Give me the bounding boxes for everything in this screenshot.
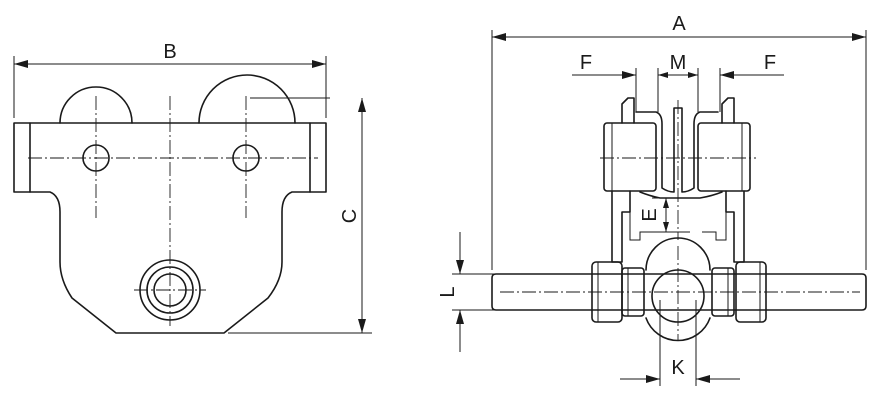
label-f-left: F	[580, 52, 592, 74]
dimension-a: A	[491, 13, 867, 270]
right-wheel	[198, 74, 296, 124]
side-body-outline	[13, 122, 327, 334]
dimension-b: B	[13, 41, 327, 118]
label-b: B	[163, 41, 176, 63]
front-left-plate	[611, 190, 631, 263]
label-e: E	[639, 208, 661, 221]
beam-section	[635, 107, 719, 193]
front-right-plate	[725, 190, 745, 263]
label-k: K	[671, 357, 685, 379]
label-m: M	[670, 52, 687, 74]
label-f-right: F	[764, 52, 776, 74]
front-right-wheel	[697, 122, 751, 192]
dimension-k: K	[620, 300, 740, 386]
dimension-c: C	[228, 98, 372, 334]
front-load-eye	[645, 237, 711, 271]
dimension-f-m-f: F M F	[572, 52, 784, 112]
front-view: A F M F E	[437, 13, 867, 386]
dimension-e: E	[639, 197, 690, 233]
dimension-l: L	[437, 232, 496, 352]
side-view: B C	[13, 41, 372, 334]
label-l: L	[437, 286, 459, 297]
load-bar	[491, 273, 867, 311]
label-a: A	[672, 13, 686, 35]
label-c: C	[339, 209, 361, 223]
left-wheel	[59, 86, 133, 124]
